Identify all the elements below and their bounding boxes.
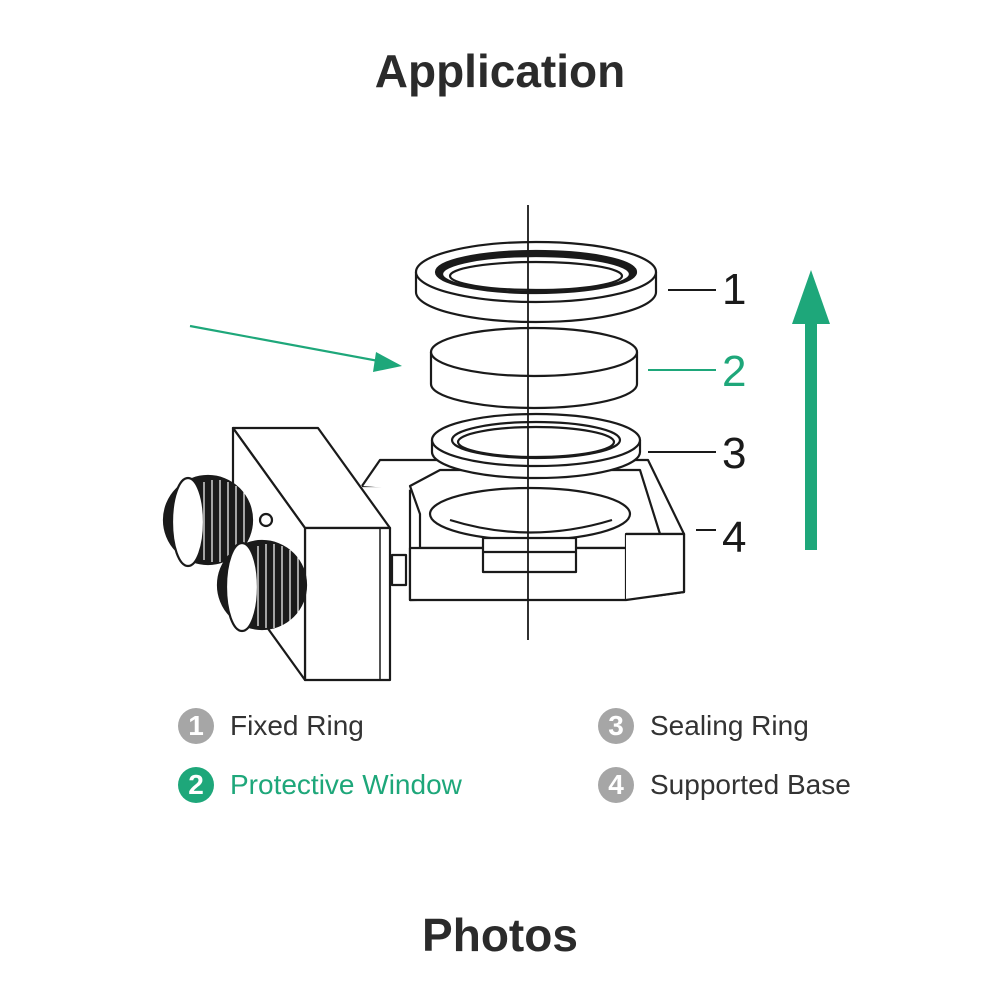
legend-label: Supported Base <box>650 769 851 800</box>
legend-number-badge: 1 <box>178 708 214 744</box>
legend-label: Fixed Ring <box>230 710 364 741</box>
legend-item-sealing-ring: 3 Sealing Ring <box>598 706 809 746</box>
callout-number-1: 1 <box>722 265 746 314</box>
legend-item-fixed-ring: 1 Fixed Ring <box>178 706 364 746</box>
sealing-ring-part <box>430 412 642 480</box>
section-title-photos: Photos <box>422 909 578 961</box>
page-title: Application <box>374 45 626 97</box>
fixed-ring-part <box>414 240 658 324</box>
legend-number-badge: 4 <box>598 767 634 803</box>
callout-number-3: 3 <box>722 429 746 478</box>
exploded-assembly-diagram: 1 2 3 4 <box>162 205 830 682</box>
legend-item-supported-base: 4 Supported Base <box>598 765 851 805</box>
callout-number-2: 2 <box>722 347 746 396</box>
legend-label: Protective Window <box>230 769 462 800</box>
up-direction-arrow <box>792 270 830 550</box>
protective-window-part <box>429 326 639 410</box>
legend-label: Sealing Ring <box>650 710 809 741</box>
legend-item-protective-window: 2 Protective Window <box>178 765 462 805</box>
legend-number-badge: 2 <box>178 767 214 803</box>
adjustment-knobs <box>162 474 308 633</box>
pointer-arrow <box>189 324 402 372</box>
legend-number-badge: 3 <box>598 708 634 744</box>
callout-number-4: 4 <box>722 513 746 562</box>
supported-base-part <box>361 458 686 602</box>
